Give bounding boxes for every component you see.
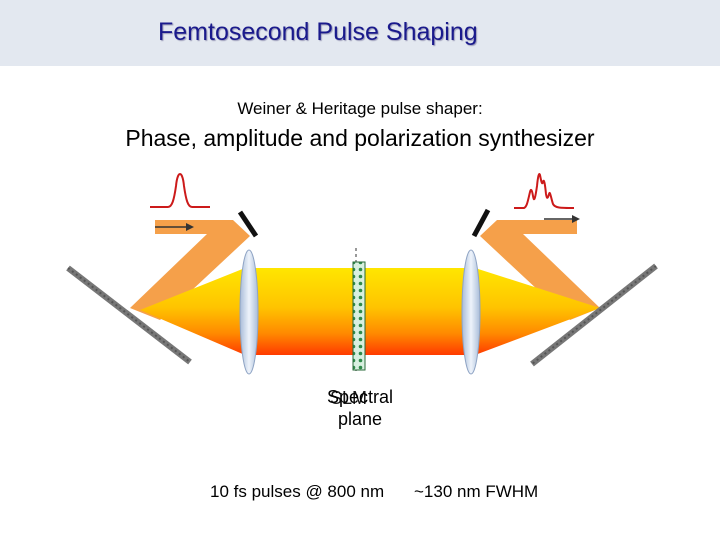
pulses-label: 10 fs pulses @ 800 nm bbox=[210, 482, 385, 501]
fwhm-label: ~130 nm FWHM bbox=[414, 482, 539, 501]
slm-label: SLM bbox=[330, 388, 368, 408]
subtitle: Weiner & Heritage pulse shaper: bbox=[237, 99, 483, 118]
output-mirror bbox=[471, 208, 491, 238]
slm bbox=[352, 261, 366, 371]
input-pulse-curve bbox=[150, 172, 210, 208]
input-lens bbox=[239, 249, 259, 375]
output-lens bbox=[461, 249, 481, 375]
output-arrow-icon bbox=[544, 215, 580, 223]
input-mirror bbox=[237, 210, 259, 238]
heading: Phase, amplitude and polarization synthe… bbox=[125, 125, 595, 151]
output-grating bbox=[530, 263, 658, 367]
page-title: Femtosecond Pulse Shaping bbox=[158, 18, 478, 46]
title-bar bbox=[0, 0, 720, 66]
input-arrow-icon bbox=[155, 223, 194, 231]
input-beam bbox=[130, 220, 250, 320]
output-pulse-curve bbox=[514, 173, 575, 209]
input-grating bbox=[66, 265, 192, 365]
output-beam bbox=[480, 220, 600, 320]
